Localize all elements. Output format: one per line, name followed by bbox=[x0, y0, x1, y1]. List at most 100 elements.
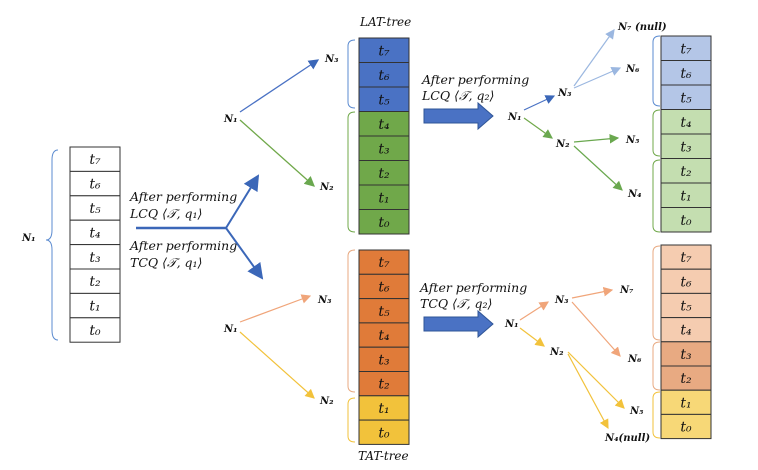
lcq-q2-block-arrow bbox=[423, 101, 494, 131]
tat2-cell-5 bbox=[660, 365, 712, 391]
tat-cell-label-1: t₆ bbox=[378, 279, 390, 295]
lat-edge-n1-n2 bbox=[239, 119, 315, 187]
lat-brace-n2 bbox=[347, 111, 356, 233]
tat2-edge-n3-n6 bbox=[571, 301, 621, 357]
tat-cell-4 bbox=[358, 346, 410, 373]
tat2-cell-label-3: t₄ bbox=[680, 323, 692, 339]
tat-cell-label-3: t₄ bbox=[378, 328, 390, 344]
split-arrow-down bbox=[225, 227, 264, 280]
lat-n3-label: N₃ bbox=[324, 54, 339, 65]
lat2-n2-label: N₂ bbox=[555, 139, 570, 150]
tat2-cell-label-4: t₃ bbox=[680, 347, 692, 363]
tat-cell-1 bbox=[358, 273, 410, 300]
lat2-cell-label-4: t₃ bbox=[680, 139, 692, 155]
lat2-brace-n5 bbox=[652, 109, 661, 157]
lat2-n4-label: N₄ bbox=[627, 189, 642, 200]
tat-brace-n3 bbox=[347, 249, 356, 393]
lat2-cell-label-0: t₇ bbox=[680, 41, 692, 57]
lat2-edge-n2-n4 bbox=[573, 145, 623, 191]
tat2-cell-label-0: t₇ bbox=[680, 250, 692, 266]
tat-edge-n1-n3 bbox=[239, 294, 312, 323]
caption-lcq-q2-line2: LCQ ⟨𝒯, q₂⟩ bbox=[421, 88, 494, 103]
lat-brace-n3 bbox=[347, 39, 356, 109]
caption-lcq-q1-line2: LCQ ⟨𝒯, q₁⟩ bbox=[129, 206, 202, 221]
orig-cell-label-2: t₅ bbox=[89, 201, 101, 217]
tat2-n1-label: N₁ bbox=[504, 319, 519, 330]
tat2-cell-4 bbox=[660, 341, 712, 367]
lat2-brace-n6 bbox=[652, 35, 661, 107]
lat2-n1-label: N₁ bbox=[507, 112, 522, 123]
tat-cell-label-4: t₃ bbox=[378, 352, 390, 368]
tat-cell-label-6: t₁ bbox=[378, 401, 389, 417]
lat2-cell-label-6: t₁ bbox=[680, 188, 691, 204]
tat2-n4-label: N₄(null) bbox=[604, 433, 650, 444]
tcq-q2-block-arrow bbox=[423, 309, 494, 339]
lat-cell-label-2: t₅ bbox=[378, 92, 390, 108]
lat-cell-4 bbox=[358, 135, 410, 161]
tat-edge-n1-n2 bbox=[239, 331, 315, 399]
lat-cell-label-6: t₁ bbox=[378, 190, 389, 206]
lat2-n5-label: N₅ bbox=[625, 135, 640, 146]
lat2-n6-label: N₆ bbox=[625, 64, 640, 75]
tat2-cell-label-6: t₁ bbox=[680, 395, 691, 411]
orig-cell-0 bbox=[69, 146, 121, 172]
lat-cell-label-1: t₆ bbox=[378, 68, 390, 84]
tat2-cell-label-7: t₀ bbox=[680, 420, 692, 436]
tat-cell-2 bbox=[358, 298, 410, 324]
left-brace bbox=[45, 149, 59, 341]
lat-tree-title: LAT-tree bbox=[359, 15, 411, 29]
lat2-cell-0 bbox=[660, 35, 712, 61]
tat-cell-label-7: t₀ bbox=[378, 425, 390, 441]
lat-cell-5 bbox=[358, 160, 410, 186]
caption-lcq-q2-line1: After performing bbox=[421, 72, 529, 87]
tat2-cell-3 bbox=[660, 317, 712, 343]
tat2-cell-label-1: t₆ bbox=[680, 274, 692, 290]
lat2-cell-3 bbox=[660, 109, 712, 135]
tat-cell-5 bbox=[358, 371, 410, 397]
orig-cell-1 bbox=[69, 170, 121, 197]
lat2-cell-5 bbox=[660, 158, 712, 184]
tat2-edge-n3-n7 bbox=[571, 286, 614, 299]
left-n1-label: N₁ bbox=[21, 233, 36, 244]
tat2-n7-label: N₇ bbox=[619, 285, 634, 296]
lat2-cell-label-1: t₆ bbox=[680, 66, 692, 82]
lat2-cell-1 bbox=[660, 60, 712, 86]
caption-lcq-q1-line1: After performing bbox=[129, 189, 237, 204]
lat2-brace-n4 bbox=[652, 159, 661, 233]
orig-cell-label-5: t₂ bbox=[89, 274, 101, 290]
caption-tcq-q1-line1: After performing bbox=[129, 238, 237, 253]
lat2-cell-label-2: t₅ bbox=[680, 90, 692, 106]
lat2-cell-7 bbox=[660, 207, 712, 233]
lat2-cell-label-5: t₂ bbox=[680, 164, 692, 180]
lat2-edge-n1-n2 bbox=[523, 117, 553, 139]
lat-edge-n1-n3 bbox=[239, 59, 320, 113]
lat-cell-label-0: t₇ bbox=[378, 43, 390, 59]
lat-cell-label-7: t₀ bbox=[378, 215, 390, 231]
lat2-edge-n3-n6 bbox=[573, 66, 622, 89]
lat2-n3-label: N₃ bbox=[557, 88, 572, 99]
split-arrow-up bbox=[225, 174, 260, 229]
tat2-n6-label: N₆ bbox=[627, 354, 642, 365]
orig-cell-label-3: t₄ bbox=[89, 225, 101, 241]
lat-cell-3 bbox=[358, 111, 410, 137]
lat2-edge-n2-n5 bbox=[573, 133, 620, 144]
tat-n3-label: N₃ bbox=[317, 295, 332, 306]
tat2-edge-n2-n5 bbox=[567, 351, 625, 409]
lat2-cell-4 bbox=[660, 133, 712, 159]
lat-cell-label-3: t₄ bbox=[378, 117, 390, 133]
tat2-n5-label: N₅ bbox=[629, 406, 644, 417]
tat2-cell-label-2: t₅ bbox=[680, 299, 692, 315]
caption-tcq-q2-line1: After performing bbox=[419, 280, 527, 295]
tat-cell-label-2: t₅ bbox=[378, 304, 390, 320]
orig-cell-7 bbox=[69, 317, 121, 343]
tat2-cell-1 bbox=[660, 268, 712, 294]
orig-cell-label-0: t₇ bbox=[89, 152, 101, 168]
tat-cell-0 bbox=[358, 249, 410, 275]
lat2-edge-n1-n3 bbox=[523, 95, 556, 111]
caption-tcq-q1-line2: TCQ ⟨𝒯, q₁⟩ bbox=[130, 255, 202, 270]
lat2-cell-label-3: t₄ bbox=[680, 115, 692, 131]
lat-cell-6 bbox=[358, 184, 410, 210]
